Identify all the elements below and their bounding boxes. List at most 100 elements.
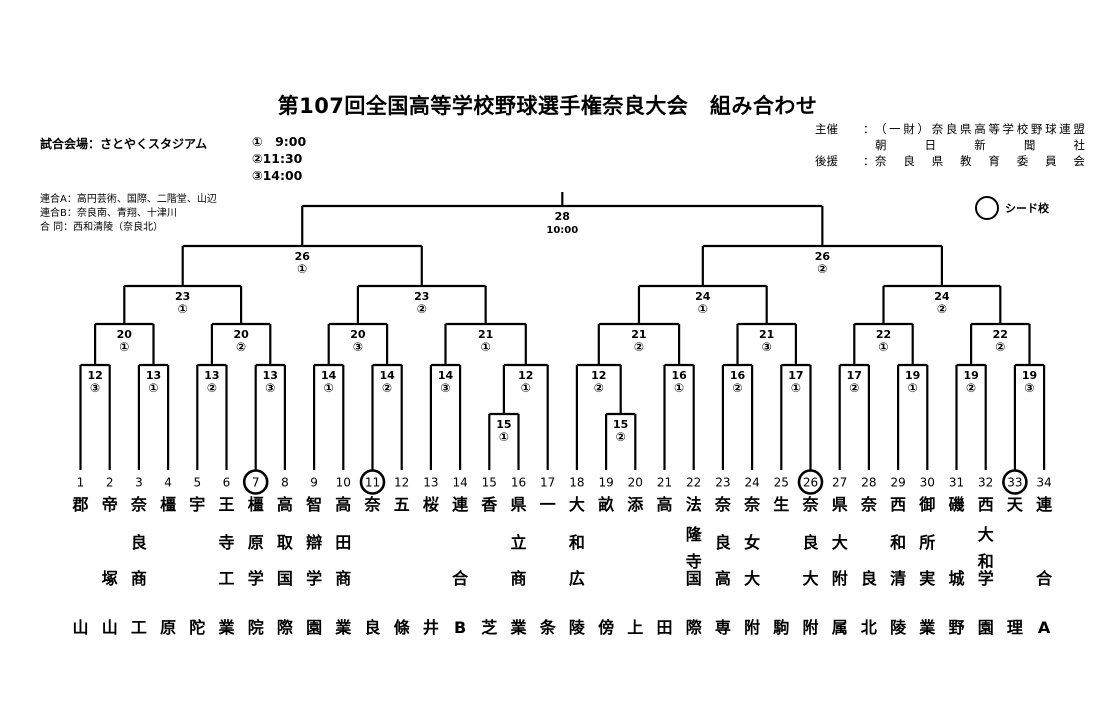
match-slot: ① [698, 302, 708, 316]
time-slot-1: ① 9:00 [252, 134, 307, 149]
match-day: 17 [788, 369, 803, 382]
team-name-char: 高 [715, 569, 731, 588]
team-number: 9 [310, 476, 318, 490]
team-number: 13 [423, 476, 438, 490]
team-number: 29 [890, 476, 905, 490]
team-name-char: 陵 [890, 618, 907, 637]
team-name-char: 傍 [598, 618, 614, 637]
organizer-value: （一財）奈良県高等学校野球連盟 [875, 122, 1085, 136]
team-name-char: 合 [1036, 569, 1053, 588]
team-name-char: 西 [890, 495, 906, 514]
match-slot: ② [207, 381, 217, 395]
team-name-char: 良 [131, 533, 147, 552]
match-day: 22 [993, 328, 1008, 341]
team-name-char: 合 [452, 569, 469, 588]
team-name-char: 一 [540, 495, 556, 514]
team-name-char: 寺 [218, 533, 234, 552]
match-slot: ② [937, 302, 947, 316]
match-day: 13 [263, 369, 278, 382]
match-day: 23 [414, 290, 429, 303]
team-name-char: 立 [510, 533, 526, 552]
team-number: 17 [540, 476, 555, 490]
match-day: 12 [518, 369, 533, 382]
match-slot: ① [178, 302, 188, 316]
team-name-char: 条 [539, 618, 557, 637]
team-name-char: 清 [890, 569, 906, 588]
match-day: 14 [379, 369, 395, 382]
match-day: 19 [905, 369, 920, 382]
match-day: 20 [233, 328, 249, 341]
team-name-char: 業 [217, 618, 235, 637]
team-name-char: 陀 [189, 618, 205, 637]
team-number: 24 [744, 476, 759, 490]
match-day: 14 [321, 369, 337, 382]
team-number: 6 [223, 476, 231, 490]
team-name-char: 橿 [160, 495, 176, 514]
organizer-row: 後援：奈良県教育委員会 [815, 153, 1085, 169]
match-slot: ② [417, 302, 427, 316]
team-name-char: 大 [802, 569, 818, 588]
team-name-char: 実 [919, 569, 935, 588]
team-name-char: 良 [364, 618, 380, 637]
team-name-char: 良 [715, 533, 731, 552]
team-name-char: 商 [510, 569, 526, 588]
team-name-char: 工 [131, 618, 147, 637]
team-name-char: 属 [832, 618, 848, 637]
team-name-char: 和 [569, 533, 585, 552]
team-name-char: 学 [978, 569, 994, 588]
team-name-char: 磯 [948, 495, 964, 514]
match-day: 26 [815, 250, 831, 263]
team-name-char: 上 [627, 618, 643, 637]
organizer-value: 奈良県教育委員会 [875, 154, 1085, 168]
team-name-char: 奈 [743, 495, 761, 514]
team-name-char: 大 [744, 569, 760, 588]
match-slot: ① [908, 381, 918, 395]
match-slot: ② [995, 340, 1005, 354]
team-name-char: 西 [978, 495, 994, 514]
team-name-char: 王 [218, 495, 234, 514]
team-name-char: 原 [248, 533, 264, 552]
team-name-char: 香 [480, 495, 498, 514]
team-name-char: 奈 [363, 495, 381, 514]
match-day: 23 [175, 290, 190, 303]
team-entry: 1郡山 [71, 476, 88, 638]
team-name-char: B [454, 618, 466, 637]
match-day: 20 [350, 328, 366, 341]
team-name-char: 理 [1007, 618, 1023, 637]
team-name-char: 陵 [569, 618, 586, 637]
match-slot: ① [119, 340, 129, 354]
note-line-2: 連合B：奈良南、青翔、十津川 [40, 208, 177, 219]
match-slot: ② [966, 381, 976, 395]
team-name-char: A [1038, 618, 1051, 637]
team-name-char: 奈 [801, 495, 819, 514]
match-day: 16 [730, 369, 746, 382]
team-name-char: 原 [160, 618, 176, 637]
team-number: 10 [336, 476, 351, 490]
team-name-char: 高 [277, 495, 293, 514]
match-slot: ① [521, 381, 531, 395]
team-number: 11 [365, 476, 380, 490]
team-number: 15 [482, 476, 497, 490]
team-name-char: 桜 [423, 495, 439, 514]
match-slot: ③ [762, 340, 772, 354]
team-name-char: 際 [277, 618, 294, 637]
match-slot: ③ [265, 381, 275, 395]
match-slot: ① [499, 430, 509, 444]
page-title: 第107回全国高等学校野球選手権奈良大会 組み合わせ [277, 94, 818, 118]
organizer-label: 後援 [815, 154, 838, 168]
match-slot: ③ [90, 381, 100, 395]
